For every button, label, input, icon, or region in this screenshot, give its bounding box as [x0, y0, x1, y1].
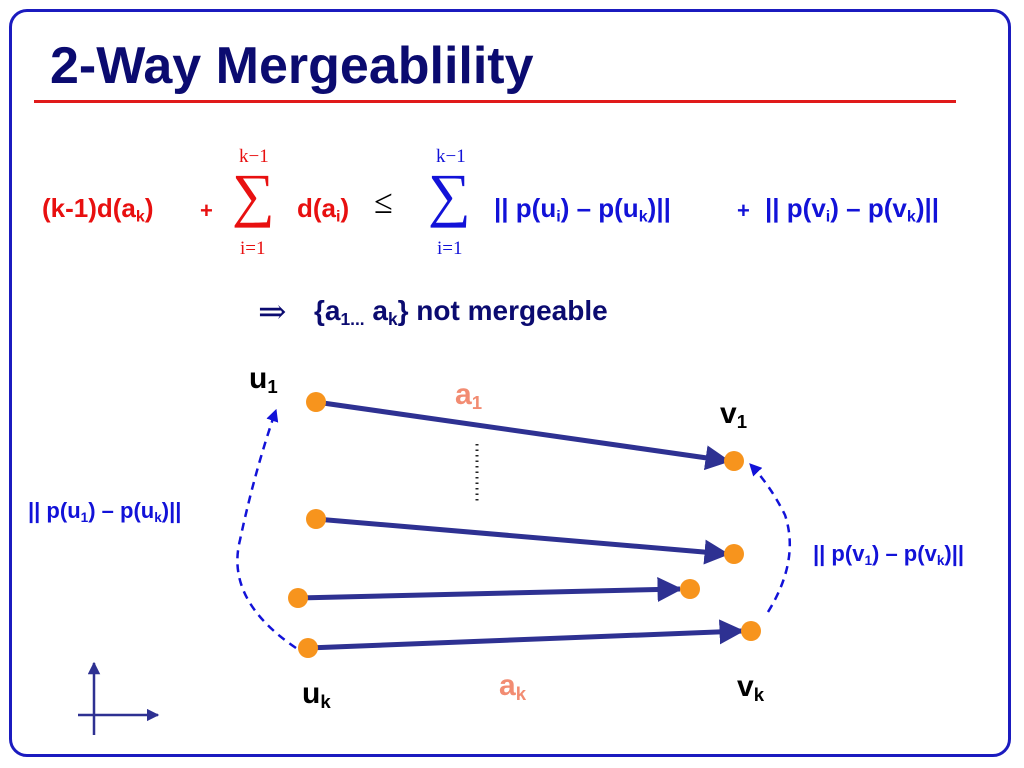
axes-icon: [78, 661, 160, 735]
node-u3: [288, 588, 308, 608]
label-uk: uk: [302, 677, 331, 713]
edge-ak-arrow: [307, 619, 745, 651]
node-u1: [306, 392, 326, 412]
sum2-lower-limit: i=1: [437, 238, 463, 259]
node-u2: [306, 509, 326, 529]
formula-plus-2: +: [737, 198, 750, 223]
title-underline: [34, 100, 956, 103]
dashed-curved-arrow-icon: [236, 408, 297, 650]
right-distance-label: || p(v1) – p(vk)||: [813, 541, 965, 568]
sum2-symbol: ∑: [428, 162, 471, 228]
formula-lhs-term: (k-1)d(ak): [42, 193, 154, 226]
edge-label-a1: a1: [455, 378, 483, 414]
conclusion-text: {a1... ak} not mergeable: [314, 295, 608, 329]
label-u1: u1: [249, 362, 278, 398]
formula-plus-1: +: [200, 198, 213, 223]
edge-label-ak: ak: [499, 669, 527, 705]
page-title: 2-Way Mergeablility: [50, 37, 534, 95]
node-uk: [298, 638, 318, 658]
node-v3: [680, 579, 700, 599]
sum1-lower-limit: i=1: [240, 238, 266, 259]
dashed-curved-arrow-icon: [749, 463, 791, 613]
implies-arrow: ⇒: [258, 294, 287, 331]
edge-a1-arrow: [315, 399, 731, 471]
slide-frame: [9, 9, 1011, 757]
sum1-symbol: ∑: [232, 162, 275, 228]
node-v2: [724, 544, 744, 564]
node-vk: [741, 621, 761, 641]
node-v1: [724, 451, 744, 471]
left-distance-label: || p(u1) – p(uk)||: [28, 498, 182, 525]
sum1-term: d(ai): [297, 193, 350, 226]
formula-rhs-u-term: || p(ui) – p(uk)||: [494, 193, 671, 226]
sum2-upper-limit: k−1: [436, 146, 466, 167]
sum1-upper-limit: k−1: [239, 146, 269, 167]
label-vk: vk: [737, 670, 765, 706]
leq-symbol: ≤: [374, 184, 393, 221]
label-v1: v1: [720, 397, 748, 433]
edge-arrow-3: [297, 577, 683, 603]
formula-rhs-v-term: || p(vi) – p(vk)||: [765, 193, 940, 226]
edge-arrow-2: [315, 516, 730, 565]
